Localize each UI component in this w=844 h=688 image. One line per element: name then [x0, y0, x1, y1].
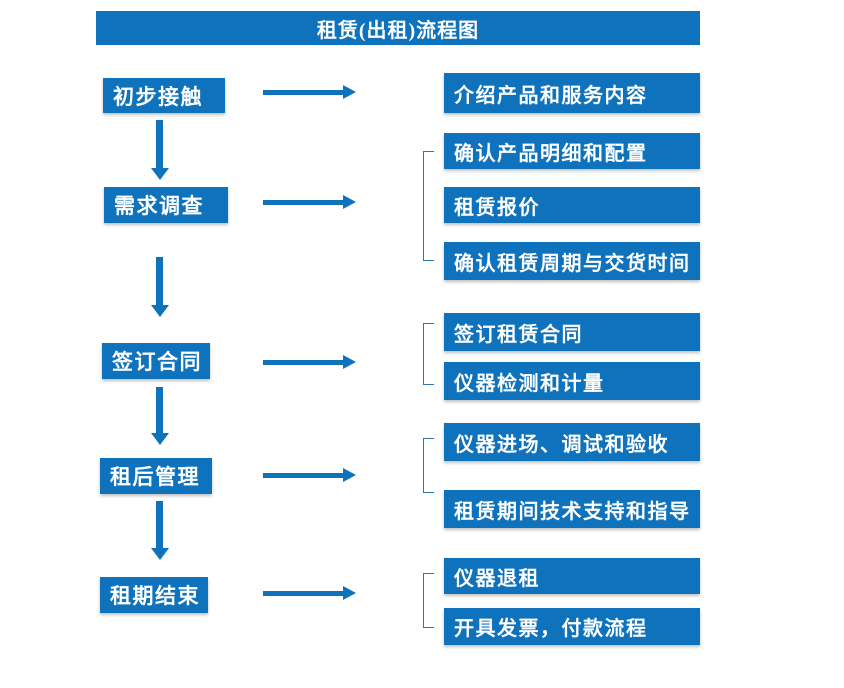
- step-box-sign-contract: 签订合同: [102, 343, 210, 379]
- group-bracket: [423, 151, 434, 261]
- arrow-down-icon: [150, 120, 169, 180]
- arrow-right-icon: [263, 355, 356, 369]
- detail-box-confirm-product-details: 确认产品明细和配置: [444, 133, 700, 169]
- detail-box-introduce-products: 介绍产品和服务内容: [444, 73, 700, 113]
- arrow-right-icon: [263, 468, 356, 482]
- group-bracket: [423, 323, 434, 385]
- step-box-initial-contact: 初步接触: [103, 78, 225, 113]
- arrow-right-icon: [263, 195, 356, 209]
- step-box-demand-survey: 需求调查: [104, 187, 228, 223]
- detail-box-tech-support: 租赁期间技术支持和指导: [444, 490, 700, 528]
- arrow-right-icon: [263, 586, 356, 600]
- arrow-right-icon: [263, 85, 356, 99]
- detail-box-instrument-setup: 仪器进场、调试和验收: [444, 423, 700, 461]
- group-bracket: [423, 573, 434, 628]
- detail-box-invoice-payment: 开具发票，付款流程: [444, 608, 700, 645]
- detail-box-confirm-rental-period: 确认租赁周期与交货时间: [444, 242, 700, 280]
- detail-box-instrument-return: 仪器退租: [444, 558, 700, 594]
- detail-box-rental-quote: 租赁报价: [444, 187, 700, 223]
- detail-box-instrument-inspection: 仪器检测和计量: [444, 362, 700, 400]
- arrow-down-icon: [150, 387, 169, 445]
- step-box-rental-end: 租期结束: [100, 577, 208, 613]
- step-box-post-rental-management: 租后管理: [100, 458, 212, 494]
- detail-box-sign-rental-contract: 签订租赁合同: [444, 313, 700, 351]
- group-bracket: [423, 438, 434, 493]
- arrow-down-icon: [150, 257, 169, 317]
- arrow-down-icon: [150, 501, 169, 560]
- flowchart-title: 租赁(出租)流程图: [96, 11, 700, 45]
